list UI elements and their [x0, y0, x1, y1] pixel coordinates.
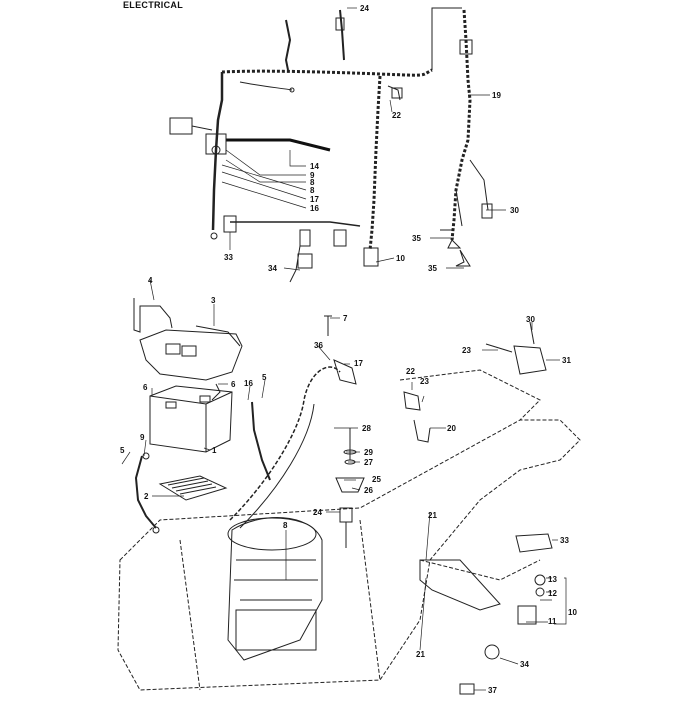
callout-21-bottom: 21 — [416, 650, 425, 659]
pin-28-stack — [335, 428, 365, 493]
callout-34-top: 34 — [268, 264, 277, 273]
callout-23-right: 23 — [462, 346, 471, 355]
callout-23-mid: 23 — [420, 377, 429, 386]
callout-36: 36 — [314, 341, 323, 350]
callout-labels: 24 19 22 14 9 8 8 17 16 33 34 10 30 35 3… — [120, 4, 577, 695]
callout-30-right: 30 — [526, 315, 535, 324]
battery-cables — [134, 401, 271, 534]
callout-7: 7 — [343, 314, 348, 323]
callout-20: 20 — [447, 424, 456, 433]
callout-8-engine: 8 — [283, 521, 288, 530]
callout-35-b: 35 — [428, 264, 437, 273]
callout-31: 31 — [562, 356, 571, 365]
callout-17-top: 17 — [310, 195, 319, 204]
battery-cover — [139, 325, 243, 381]
callout-27: 27 — [364, 458, 373, 467]
connector-37 — [459, 683, 475, 695]
callout-17-mid: 17 — [354, 359, 363, 368]
instrument-panel-33 — [515, 533, 553, 553]
callout-21: 21 — [428, 511, 437, 520]
switch-bracket-22 — [403, 391, 421, 411]
callout-28: 28 — [362, 424, 371, 433]
battery-holddown — [133, 298, 173, 333]
callout-16-top: 16 — [310, 204, 319, 213]
callout-10-top: 10 — [396, 254, 405, 263]
air-intake-tube — [229, 366, 341, 529]
callout-22-top: 22 — [392, 111, 401, 120]
callout-3: 3 — [211, 296, 216, 305]
callout-13: 13 — [548, 575, 557, 584]
callout-12: 12 — [548, 589, 557, 598]
leader-lines — [121, 7, 567, 691]
callout-4: 4 — [148, 276, 153, 285]
battery-pad — [158, 475, 228, 501]
callout-30-top: 30 — [510, 206, 519, 215]
main-wiring-harness — [169, 7, 493, 283]
callout-25: 25 — [372, 475, 381, 484]
callout-19: 19 — [492, 91, 501, 100]
callout-5-right: 5 — [262, 373, 267, 382]
callout-9-mid: 9 — [140, 433, 145, 442]
switch-assembly-30-31 — [485, 321, 547, 375]
engine — [227, 517, 323, 661]
diagram-title: ELECTRICAL — [123, 0, 183, 10]
callout-24-top: 24 — [360, 4, 369, 13]
callout-29: 29 — [364, 448, 373, 457]
callout-34-right: 34 — [520, 660, 529, 669]
indicator-parts-10 — [419, 559, 546, 660]
bracket-20 — [413, 419, 431, 443]
callout-24-mid: 24 — [313, 508, 322, 517]
callout-37: 37 — [488, 686, 497, 695]
callout-33-top: 33 — [224, 253, 233, 262]
callout-10-right: 10 — [568, 608, 577, 617]
callout-8-top-b: 8 — [310, 186, 315, 195]
callout-26: 26 — [364, 486, 373, 495]
callout-35-a: 35 — [412, 234, 421, 243]
callout-9-top: 9 — [310, 171, 315, 180]
callout-6-right: 6 — [231, 380, 236, 389]
bolt-7 — [324, 315, 332, 336]
callout-8-top-a: 8 — [310, 178, 315, 187]
callout-22-mid: 22 — [406, 367, 415, 376]
battery — [149, 383, 233, 453]
callout-16-mid: 16 — [244, 379, 253, 388]
callout-1: 1 — [212, 446, 217, 455]
callout-6-left: 6 — [143, 383, 148, 392]
callout-33-right: 33 — [560, 536, 569, 545]
callout-2: 2 — [144, 492, 149, 501]
callout-11: 11 — [548, 617, 557, 626]
fuse-holder — [333, 359, 357, 385]
chassis-frame — [117, 369, 581, 691]
sensor-24 — [339, 507, 353, 548]
callout-14: 14 — [310, 162, 319, 171]
callout-5-left: 5 — [120, 446, 125, 455]
